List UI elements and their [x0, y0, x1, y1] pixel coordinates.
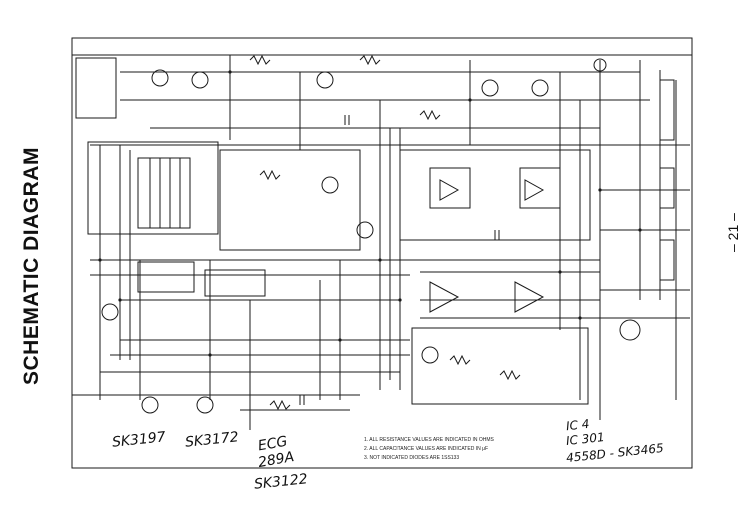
schematic-title: SCHEMATIC DIAGRAM — [20, 147, 43, 385]
handwritten-ic4: IC 4 — [565, 416, 591, 434]
note-3: 3. NOT INDICATED DIODES ARE 1SS133 — [364, 455, 460, 461]
note-2: 2. ALL CAPACITANCE VALUES ARE INDICATED … — [364, 446, 489, 452]
note-1: 1. ALL RESISTANCE VALUES ARE INDICATED I… — [364, 437, 494, 443]
page-number: – 21 – — [725, 213, 741, 252]
